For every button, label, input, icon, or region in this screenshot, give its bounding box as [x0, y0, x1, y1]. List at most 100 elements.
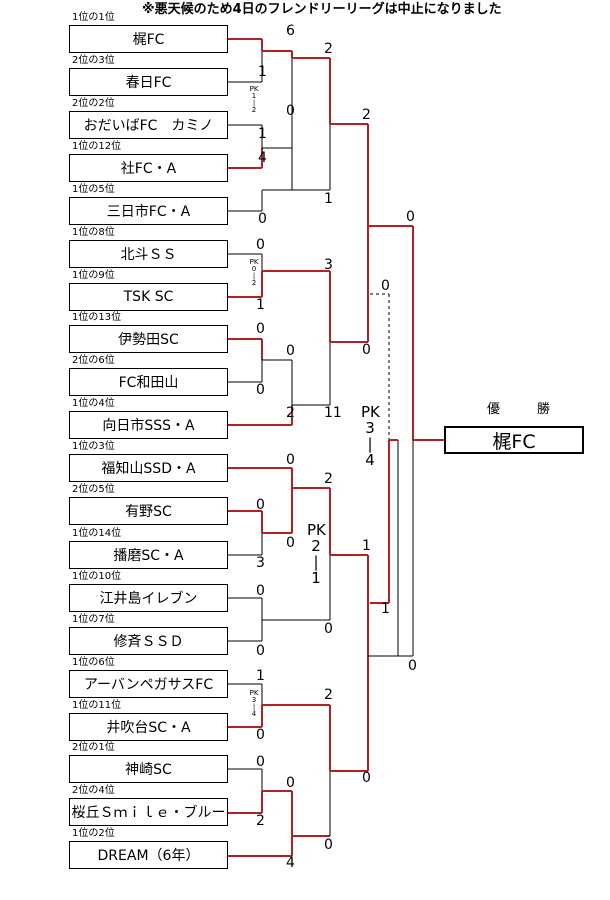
team-name: 梶FC: [132, 32, 165, 48]
score-label: 4: [258, 150, 267, 166]
team-name: 福知山SSD・A: [101, 461, 196, 477]
score-label: 2: [286, 405, 295, 421]
team-seed: 2位の3位: [72, 55, 115, 66]
score-label: 3: [256, 555, 265, 571]
score-label: 0: [286, 535, 295, 551]
team-box: 春日FC: [69, 68, 228, 96]
score-label: 0: [286, 775, 295, 791]
score-label: 2: [324, 471, 333, 487]
team-seed: 1位の13位: [72, 312, 122, 323]
score-label: 3: [324, 257, 333, 273]
team-seed: 2位の4位: [72, 785, 115, 796]
team-box: DREAM（6年）: [69, 841, 228, 869]
team-seed: 1位の7位: [72, 614, 115, 625]
score-label: 0: [256, 754, 265, 770]
score-label: 2: [324, 687, 333, 703]
score-label: 0: [256, 583, 265, 599]
team-box: アーバンペガサスFC: [69, 670, 228, 698]
team-seed: 1位の5位: [72, 184, 115, 195]
score-label: 0: [256, 237, 265, 253]
team-name: アーバンペガサスFC: [83, 677, 214, 693]
team-name: 井吹台SC・A: [106, 720, 191, 736]
score-label: 2: [324, 41, 333, 57]
score-label: 1: [256, 668, 265, 684]
team-seed: 1位の6位: [72, 657, 115, 668]
score-label: 0: [406, 209, 415, 225]
team-seed: 1位の12位: [72, 141, 122, 152]
team-box: FC和田山: [69, 368, 228, 396]
team-box: 北斗ＳＳ: [69, 240, 228, 268]
team-name: 江井島イレブン: [99, 591, 198, 607]
team-box: 福知山SSD・A: [69, 454, 228, 482]
score-label: 1: [381, 601, 390, 617]
score-label: 0: [256, 643, 265, 659]
team-name: 伊勢田SC: [118, 332, 179, 348]
champion-name: 梶FC: [492, 430, 536, 453]
notice-text: ※悪天候のため4日のフレンドリーリーグは中止になりました: [142, 2, 502, 17]
team-name: TSK SC: [123, 289, 174, 305]
score-label: 0: [408, 658, 417, 674]
score-label: 2: [256, 813, 265, 829]
score-label: 0: [286, 452, 295, 468]
team-seed: 1位の8位: [72, 227, 115, 238]
team-seed: 1位の11位: [72, 700, 122, 711]
team-box: TSK SC: [69, 283, 228, 311]
team-seed: 2位の6位: [72, 355, 115, 366]
team-box: 伊勢田SC: [69, 325, 228, 353]
team-name: 播磨SC・A: [113, 548, 184, 564]
score-label: 0: [258, 211, 267, 227]
team-name: 桜丘Ｓｍｉｌｅ・ブルー: [71, 805, 226, 821]
score-label: 0: [256, 727, 265, 743]
team-name: おだいばFC カミノ: [83, 118, 214, 134]
team-box: 神崎SC: [69, 755, 228, 783]
score-label: 0: [324, 837, 333, 853]
score-label: 0: [286, 103, 295, 119]
score-label: 0: [381, 278, 390, 294]
team-box: 三日市FC・A: [69, 197, 228, 225]
team-box: 播磨SC・A: [69, 541, 228, 569]
team-seed: 1位の2位: [72, 828, 115, 839]
score-label: 0: [324, 621, 333, 637]
team-name: DREAM（6年）: [97, 848, 200, 864]
team-seed: 2位の5位: [72, 484, 115, 495]
team-name: 神崎SC: [125, 762, 172, 778]
team-name: 北斗ＳＳ: [120, 247, 177, 263]
score-label: 0: [286, 343, 295, 359]
team-box: 修斉ＳＳＤ: [69, 627, 228, 655]
score-label: 1: [324, 191, 333, 207]
score-label: 0: [362, 342, 371, 358]
team-seed: 1位の10位: [72, 571, 122, 582]
team-name: 三日市FC・A: [106, 204, 191, 220]
score-label: 1: [258, 64, 267, 80]
team-name: 向日市SSS・A: [102, 418, 195, 434]
team-box: 社FC・A: [69, 154, 228, 182]
team-name: 修斉ＳＳＤ: [113, 634, 184, 650]
score-label: 11: [324, 405, 342, 421]
score-label: 2: [362, 107, 371, 123]
team-seed: 2位の1位: [72, 742, 115, 753]
team-box: おだいばFC カミノ: [69, 111, 228, 139]
team-seed: 1位の4位: [72, 398, 115, 409]
score-label: 1: [362, 538, 371, 554]
champion-box: 梶FC: [444, 426, 584, 454]
team-seed: 1位の14位: [72, 528, 122, 539]
team-box: 向日市SSS・A: [69, 411, 228, 439]
team-box: 有野SC: [69, 497, 228, 525]
score-label: 0: [256, 497, 265, 513]
team-seed: 1位の3位: [72, 441, 115, 452]
team-box: 江井島イレブン: [69, 584, 228, 612]
team-seed: 2位の2位: [72, 98, 115, 109]
team-name: 社FC・A: [120, 161, 177, 177]
team-name: 有野SC: [125, 504, 172, 520]
team-box: 梶FC: [69, 25, 228, 53]
team-seed: 1位の1位: [72, 12, 115, 23]
team-seed: 1位の9位: [72, 270, 115, 281]
team-box: 桜丘Ｓｍｉｌｅ・ブルー: [69, 798, 228, 826]
score-label: 0: [362, 770, 371, 786]
